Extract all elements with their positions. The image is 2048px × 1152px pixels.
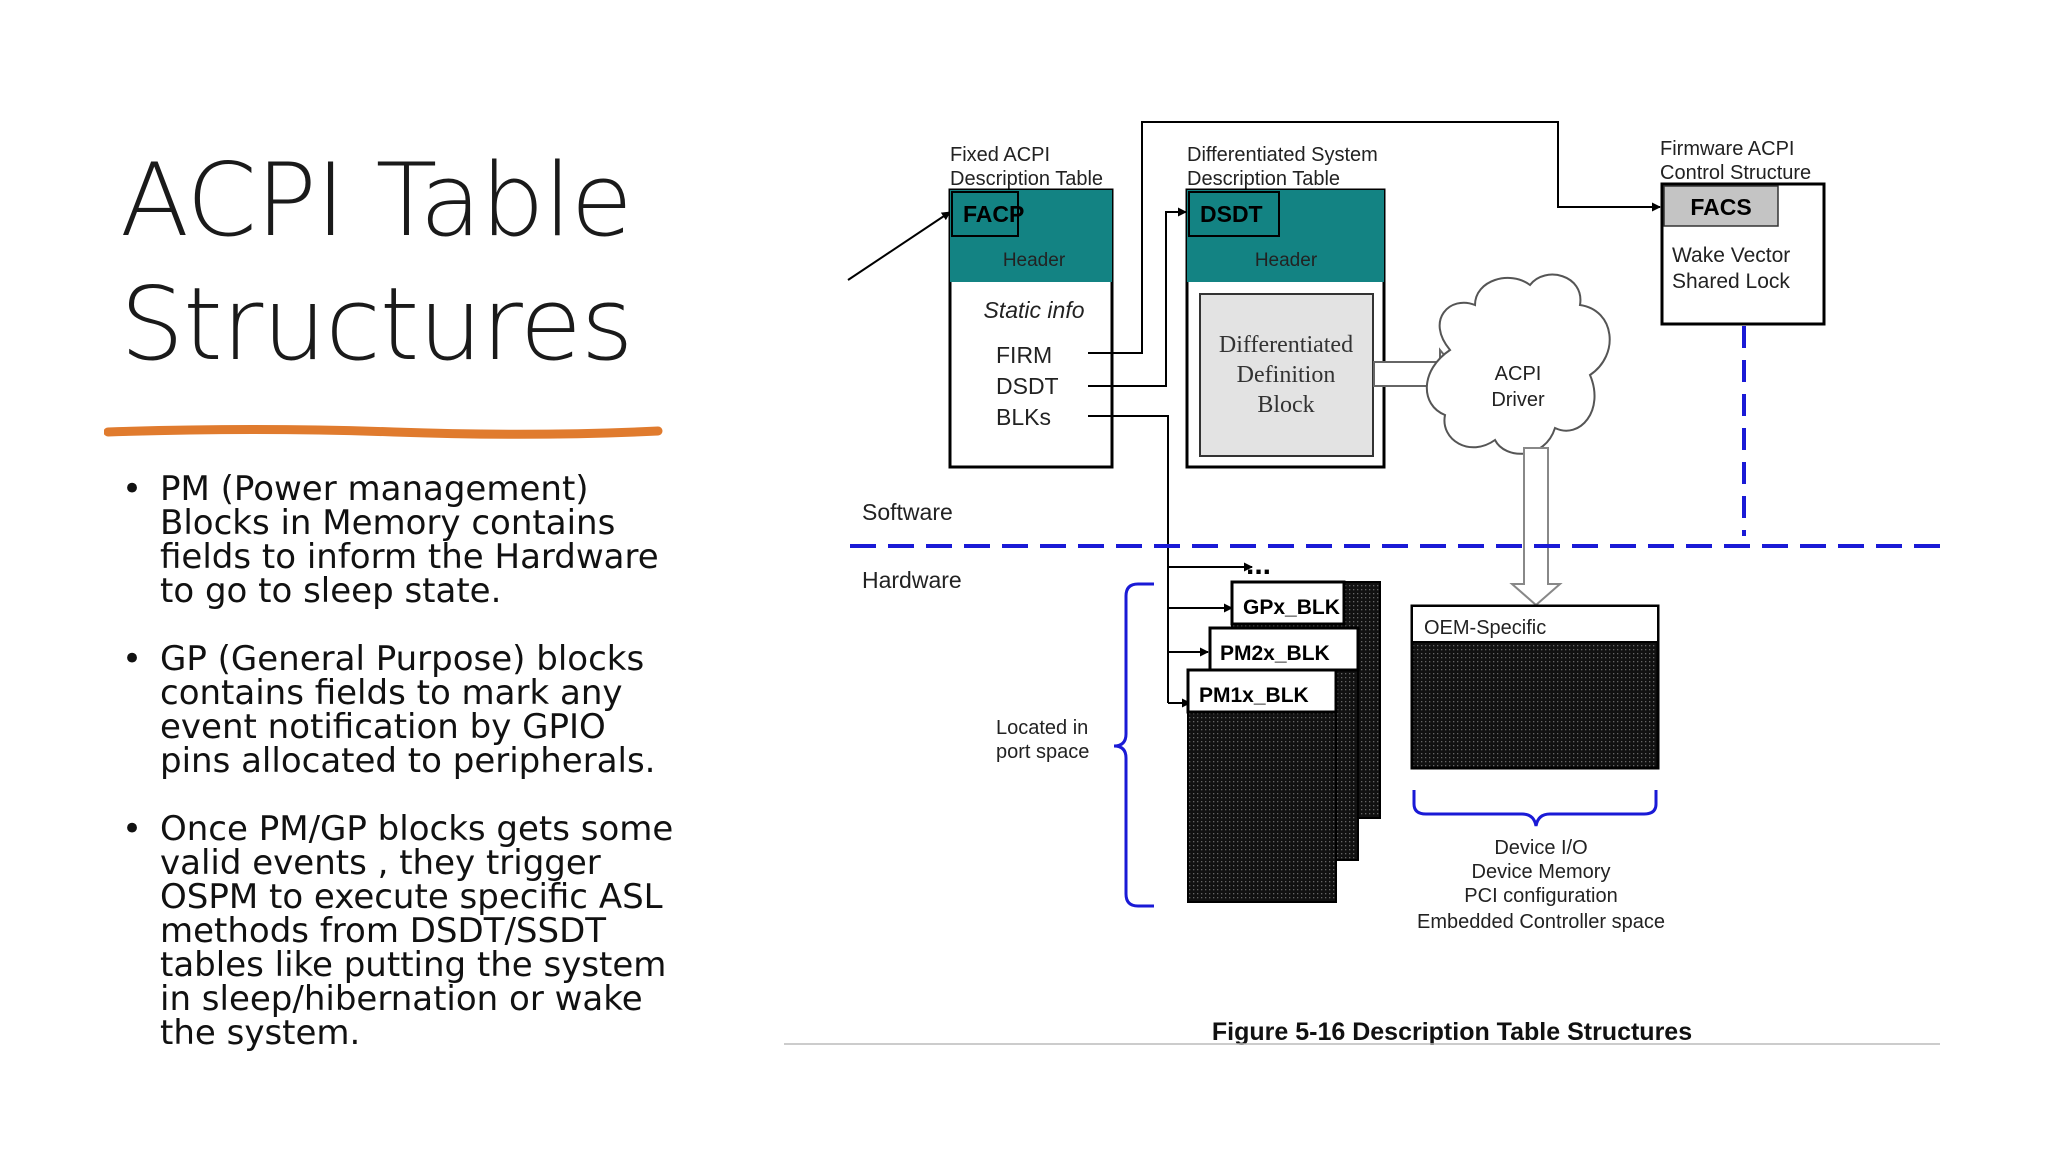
facs-table: Firmware ACPI Control Structure FACS Wak… bbox=[1660, 138, 1826, 326]
facs-shared-lock: Shared Lock bbox=[1672, 270, 1790, 293]
located-in-label-1: Located in bbox=[996, 717, 1088, 739]
located-in-label-2: port space bbox=[996, 741, 1089, 763]
bullet-item: GP (General Purpose) blocks contains fie… bbox=[122, 642, 682, 778]
facp-name: FACP bbox=[963, 201, 1024, 227]
title-line-1: ACPI Table bbox=[120, 141, 633, 259]
software-label: Software bbox=[862, 499, 953, 525]
dsdt-name: DSDT bbox=[1200, 201, 1263, 227]
dsdt-caption-2: Description Table bbox=[1187, 168, 1340, 190]
pci-config-label: PCI configuration bbox=[1464, 885, 1617, 907]
title-underline bbox=[104, 425, 663, 439]
port-space-brace bbox=[1113, 582, 1154, 908]
ddb-line-2: Definition bbox=[1237, 362, 1336, 388]
dsdt-caption-1: Differentiated System bbox=[1187, 144, 1378, 166]
pm1x-blk: PM1x_BLK bbox=[1186, 668, 1338, 903]
facp-field-blks: BLKs bbox=[996, 404, 1051, 430]
facp-caption-2: Description Table bbox=[950, 168, 1103, 190]
device-memory-label: Device Memory bbox=[1472, 861, 1611, 883]
facp-field-dsdt: DSDT bbox=[996, 373, 1059, 399]
ddb-line-1: Differentiated bbox=[1219, 332, 1353, 358]
firm-connector bbox=[1088, 121, 1661, 354]
bullet-item: Once PM/GP blocks gets some valid events… bbox=[122, 812, 682, 1050]
driver-to-hardware-arrow bbox=[1509, 447, 1563, 607]
acpi-driver-line-1: ACPI bbox=[1495, 363, 1542, 385]
bullet-list: PM (Power management) Blocks in Memory c… bbox=[122, 472, 682, 1084]
device-brace bbox=[1412, 790, 1658, 827]
oem-specific-block: OEM-Specific bbox=[1410, 604, 1660, 770]
hardware-label: Hardware bbox=[862, 567, 962, 593]
bullet-item: PM (Power management) Blocks in Memory c… bbox=[122, 472, 682, 608]
facs-caption-1: Firmware ACPI bbox=[1660, 138, 1794, 160]
acpi-driver-line-2: Driver bbox=[1491, 389, 1545, 411]
pm1x-blk-label: PM1x_BLK bbox=[1199, 684, 1309, 707]
oem-specific-label: OEM-Specific bbox=[1424, 617, 1546, 639]
ddb-line-3: Block bbox=[1257, 392, 1314, 418]
pm2x-blk-label: PM2x_BLK bbox=[1220, 642, 1330, 665]
device-io-label: Device I/O bbox=[1494, 837, 1587, 859]
facp-caption-1: Fixed ACPI bbox=[950, 144, 1050, 166]
figure-caption: Figure 5-16 Description Table Structures bbox=[1212, 1018, 1692, 1046]
blocks-ellipsis: ... bbox=[1246, 548, 1271, 581]
facs-caption-2: Control Structure bbox=[1660, 162, 1811, 184]
facs-wake-vector: Wake Vector bbox=[1672, 244, 1790, 267]
dsdt-header: Header bbox=[1255, 250, 1318, 271]
acpi-driver-cloud: ACPI Driver bbox=[1425, 273, 1611, 455]
facp-static-info: Static info bbox=[984, 297, 1085, 323]
dsdt-table: Differentiated System Description Table … bbox=[1185, 144, 1386, 469]
facp-field-firm: FIRM bbox=[996, 342, 1052, 368]
title-line-2: Structures bbox=[120, 265, 633, 383]
dsdt-connector bbox=[1088, 207, 1187, 387]
facs-name: FACS bbox=[1690, 194, 1751, 220]
embedded-controller-label: Embedded Controller space bbox=[1417, 911, 1665, 933]
gpx-blk-label: GPx_BLK bbox=[1243, 596, 1340, 619]
slide-title: ACPI Table Structures bbox=[120, 138, 680, 386]
facp-pointer-arrow bbox=[847, 211, 951, 281]
facp-header: Header bbox=[1003, 250, 1066, 271]
facp-table: Fixed ACPI Description Table FACP Header… bbox=[948, 144, 1114, 469]
